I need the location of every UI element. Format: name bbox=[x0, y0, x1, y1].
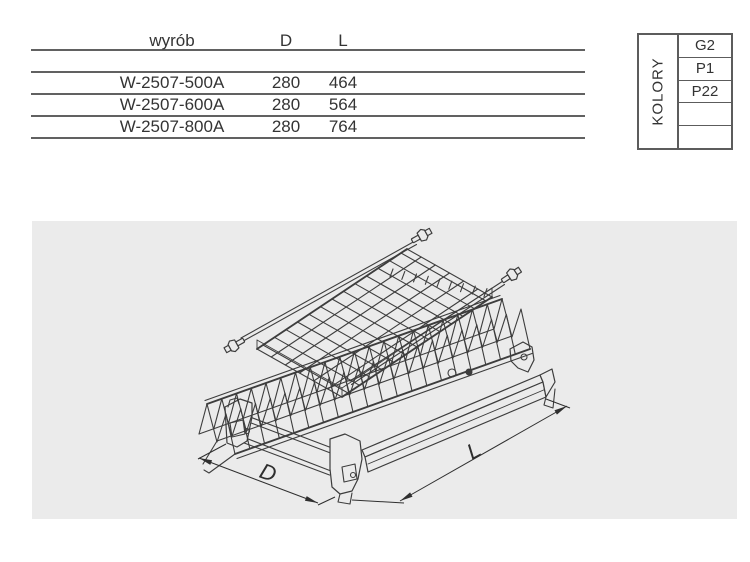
table-row: W-2507-500A 280 464 bbox=[31, 73, 585, 95]
cup-tray-cross-wires bbox=[262, 252, 487, 394]
color-code-cell: G2 bbox=[679, 35, 731, 58]
dimension-d: D bbox=[197, 443, 336, 506]
col-header-l: L bbox=[338, 31, 348, 50]
color-code-cell bbox=[679, 103, 731, 127]
color-code-cell bbox=[679, 126, 731, 148]
dim-d-value: 280 bbox=[271, 95, 301, 114]
product-code: W-2507-600A bbox=[119, 95, 225, 114]
rod-connector-icon bbox=[223, 337, 246, 354]
rod-connector-icon bbox=[500, 266, 523, 284]
spec-table: wyrób D L W-2507-500A 280 464 W-2507-600… bbox=[31, 31, 585, 139]
dim-l-value: 764 bbox=[328, 117, 358, 136]
product-code: W-2507-500A bbox=[119, 73, 225, 92]
colors-box-values: G2 P1 P22 bbox=[679, 35, 731, 148]
col-header-d: D bbox=[279, 31, 293, 50]
cup-tray bbox=[256, 248, 493, 398]
dim-d-label: D bbox=[256, 458, 280, 487]
colors-box: KOLORY G2 P1 P22 bbox=[637, 33, 733, 150]
col-header-product: wyrób bbox=[149, 31, 195, 50]
colors-box-label: KOLORY bbox=[649, 57, 667, 126]
cup-tray-rim-hooks bbox=[389, 268, 488, 298]
dim-l-value: 464 bbox=[328, 73, 358, 92]
table-row: W-2507-800A 280 764 bbox=[31, 117, 585, 139]
table-row: W-2507-600A 280 564 bbox=[31, 95, 585, 117]
product-drawing: D L bbox=[32, 221, 737, 519]
table-header-row: wyrób D L bbox=[31, 31, 585, 51]
dish-rack-illustration: D L bbox=[197, 227, 571, 506]
plate-rack bbox=[198, 294, 533, 474]
table-spacer-row bbox=[31, 51, 585, 73]
colors-box-label-cell: KOLORY bbox=[639, 35, 679, 148]
product-code: W-2507-800A bbox=[119, 117, 225, 136]
dim-l-value: 564 bbox=[328, 95, 358, 114]
color-code-cell: P22 bbox=[679, 81, 731, 104]
color-code-cell: P1 bbox=[679, 58, 731, 81]
mounting-rod-rear bbox=[349, 266, 523, 386]
dim-d-value: 280 bbox=[271, 117, 301, 136]
dim-l-label: L bbox=[462, 437, 485, 465]
dim-d-value: 280 bbox=[271, 73, 301, 92]
mounting-rod-front bbox=[223, 227, 433, 354]
rod-connector-icon bbox=[410, 227, 433, 244]
